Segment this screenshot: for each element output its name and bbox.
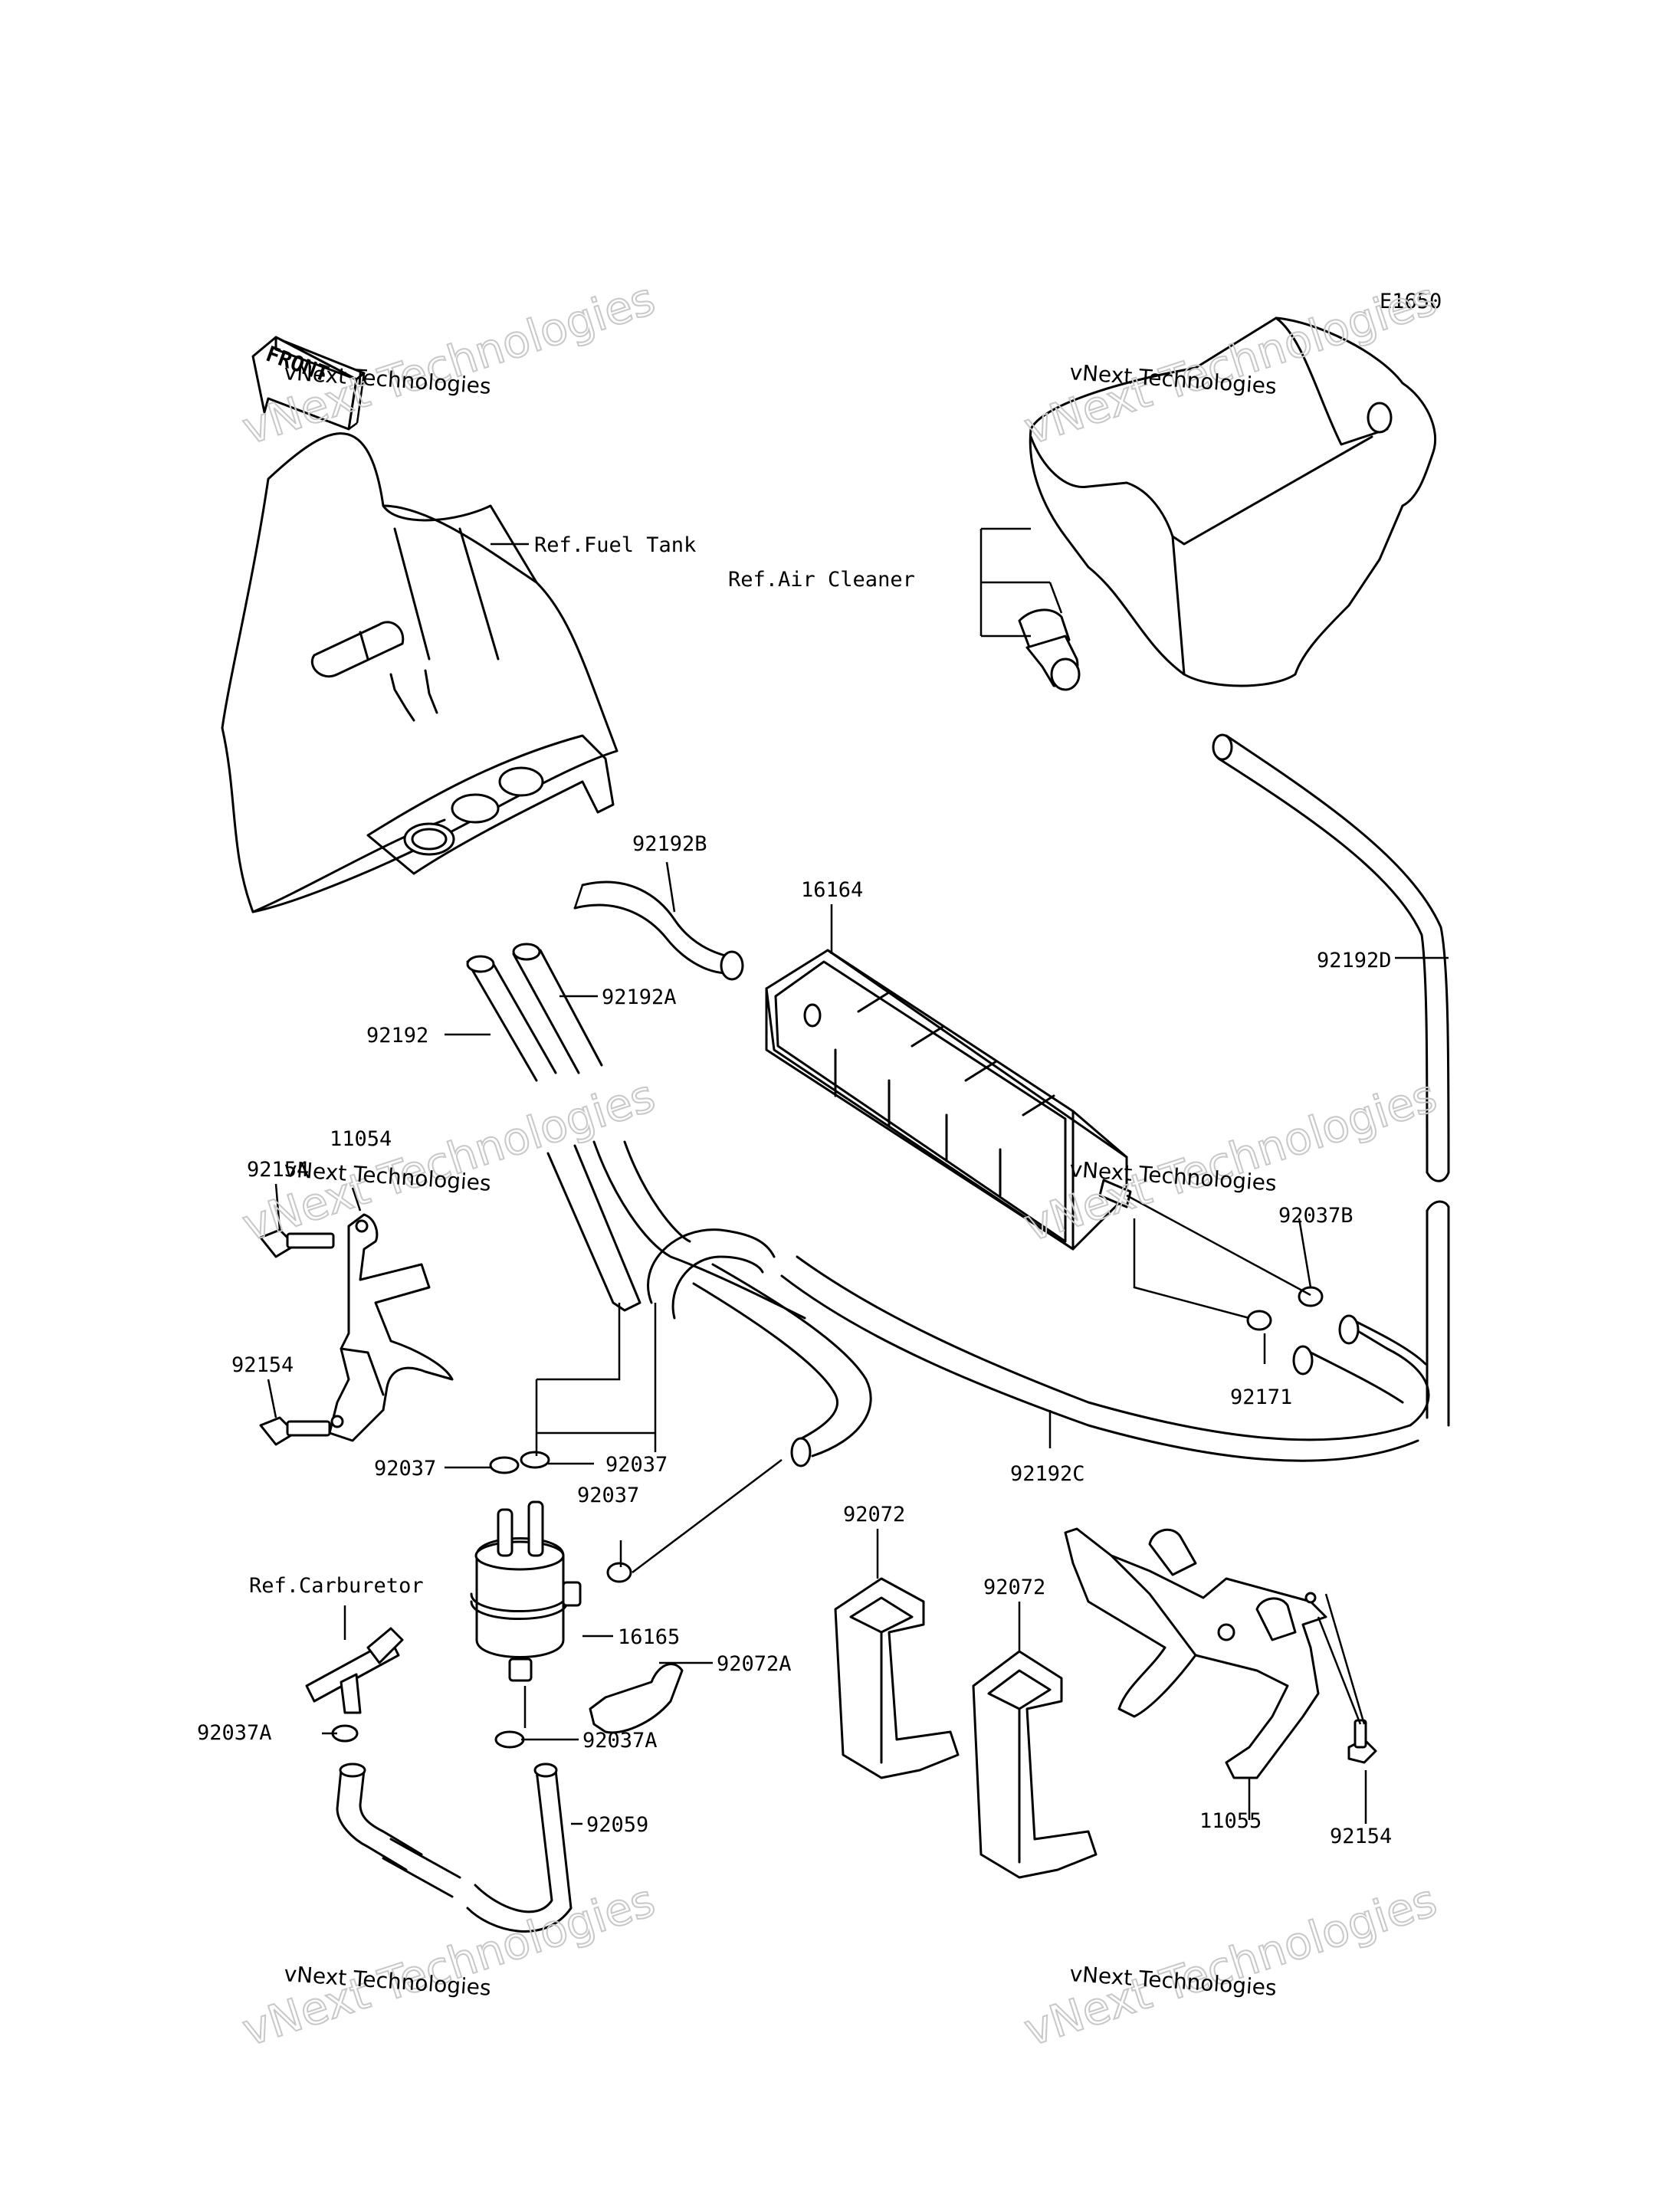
- air-cleaner-ref: [1018, 316, 1437, 691]
- part-label-92037A-right: 92037A: [582, 1729, 658, 1753]
- part-label-92171: 92171: [1230, 1385, 1292, 1409]
- part-label-92037B: 92037B: [1278, 1204, 1354, 1228]
- part-label-92154-bottom: 92154: [1330, 1825, 1392, 1848]
- part-label-92072-right: 92072: [983, 1576, 1045, 1599]
- watermark-mid-right: vNext Technologies vNext Technologies: [1017, 1068, 1443, 1252]
- part-label-92037-right: 92037: [605, 1453, 668, 1477]
- part-label-92192B: 92192B: [632, 832, 707, 856]
- ref-carburetor-label: Ref.Carburetor: [249, 1574, 424, 1598]
- watermark-bottom-left: vNext Technologies vNext Technologies: [235, 1873, 661, 2057]
- band-92072A: [589, 1663, 684, 1734]
- part-label-92192D: 92192D: [1317, 949, 1392, 972]
- part-label-92192: 92192: [366, 1024, 428, 1048]
- part-label-92037A-left: 92037A: [197, 1721, 272, 1745]
- leader-lines: [267, 527, 1449, 1825]
- part-label-92037-left: 92037: [374, 1457, 436, 1481]
- part-label-92059: 92059: [586, 1813, 648, 1837]
- part-label-11055: 11055: [1199, 1809, 1262, 1833]
- fuel-tank-ref: [221, 432, 619, 913]
- canister-16164: [765, 949, 1132, 1251]
- band-92072-right: [972, 1650, 1098, 1879]
- part-label-16164: 16164: [801, 878, 863, 902]
- part-label-92072-left: 92072: [843, 1503, 905, 1526]
- part-label-92154-top: 92154: [247, 1158, 309, 1182]
- bracket-11054: [259, 1213, 454, 1446]
- part-label-16165: 16165: [618, 1625, 680, 1649]
- fuel-pump-16165: [470, 1500, 582, 1682]
- part-label-92192A: 92192A: [602, 985, 677, 1009]
- watermark-top-left: vNext Technologies vNext Technologies: [235, 271, 661, 455]
- bracket-11055: [1064, 1527, 1377, 1779]
- part-label-92154-mid: 92154: [231, 1353, 294, 1377]
- hoses: [336, 733, 1450, 1933]
- watermark-bottom-right: vNext Technologies vNext Technologies: [1017, 1873, 1443, 2057]
- part-label-92072A: 92072A: [717, 1652, 792, 1676]
- part-label-92192C: 92192C: [1010, 1462, 1085, 1486]
- diagram-code: E1650: [1380, 290, 1442, 313]
- band-92072-left: [834, 1577, 960, 1779]
- ref-fuel-tank-label: Ref.Fuel Tank: [534, 533, 696, 557]
- part-label-11054: 11054: [330, 1127, 392, 1151]
- part-label-92037-mid: 92037: [577, 1484, 639, 1507]
- ref-air-cleaner-label: Ref.Air Cleaner: [728, 568, 915, 592]
- carburetor-t-joint: [305, 1627, 404, 1714]
